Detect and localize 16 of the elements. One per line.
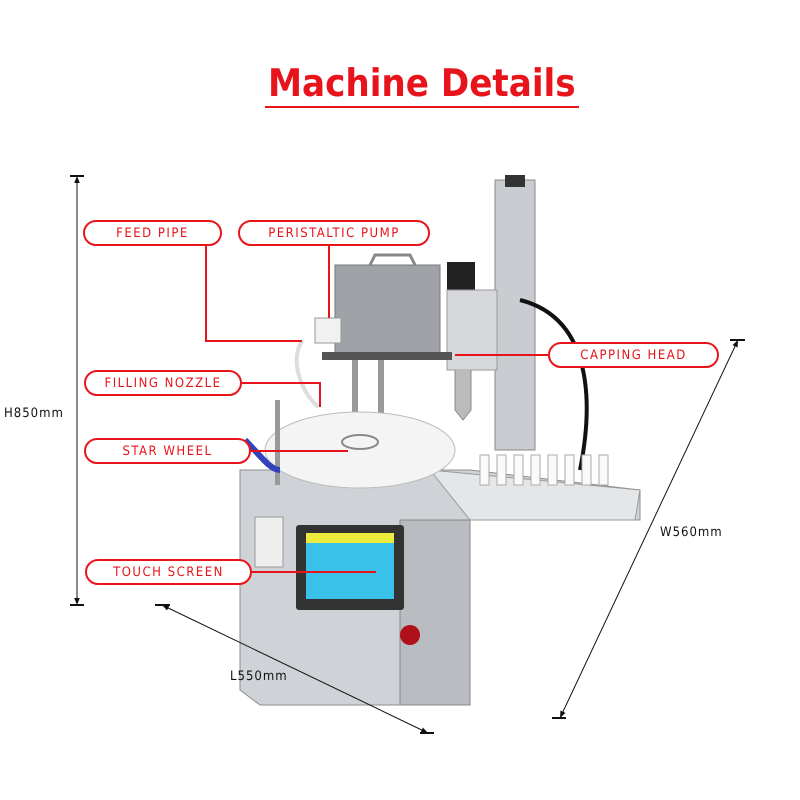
dimension-label: L550mm (230, 669, 288, 684)
leader-line (455, 354, 548, 356)
leader-line (252, 571, 376, 573)
dimension-label: H850mm (4, 406, 64, 421)
leader-line (242, 382, 321, 407)
callout-label: PERISTALTIC PUMP (238, 220, 430, 246)
leader-line (205, 246, 302, 342)
callout-label: TOUCH SCREEN (85, 559, 252, 585)
leader-line (328, 246, 330, 318)
dimension-label: W560mm (660, 525, 723, 540)
callout-label: STAR WHEEL (84, 438, 251, 464)
leader-line (251, 450, 348, 452)
callout-label: FILLING NOZZLE (84, 370, 242, 396)
title: Machine Details (265, 60, 579, 108)
callout-label: CAPPING HEAD (548, 342, 719, 368)
callout-label: FEED PIPE (83, 220, 222, 246)
